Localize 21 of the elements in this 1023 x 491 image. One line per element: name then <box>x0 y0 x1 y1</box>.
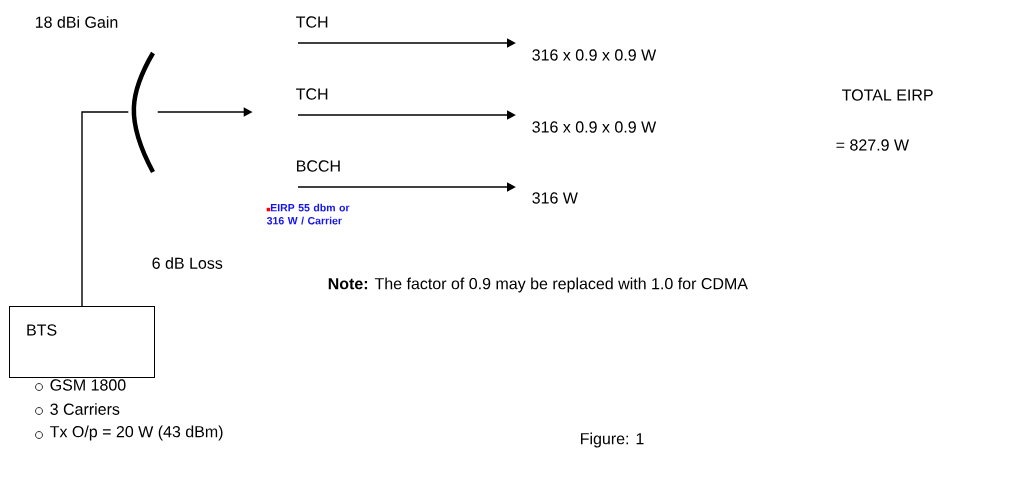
edge-label: BCCH <box>297 160 340 172</box>
value-text: 316 x 0.9 x 0.9 W <box>532 49 657 61</box>
bullet-item: GSM 1800 <box>35 379 126 391</box>
bts-box: BTS <box>9 306 155 378</box>
value-text: 316 W <box>532 192 578 204</box>
value-text: 316 x 0.9 x 0.9 W <box>532 121 657 133</box>
eirp-note: EIRP 55 dbm or 316 W / Carrier <box>266 203 350 225</box>
gain-text: 18 dBi Gain <box>35 16 118 28</box>
note-text: Note: The factor of 0.9 may be replaced with 1.0 for CDMA <box>328 277 748 293</box>
edge-label: TCH <box>296 16 328 28</box>
arrow <box>297 110 516 120</box>
arrow <box>297 182 516 192</box>
antenna-drawing <box>131 51 155 173</box>
arrow <box>297 38 516 48</box>
total-label: TOTAL EIRP <box>842 89 933 101</box>
total-value: = 827.9 W <box>836 139 909 151</box>
bullet-item: Tx O/p = 20 W (43 dBm) <box>35 425 223 441</box>
edge-label: TCH <box>296 88 328 100</box>
bullet-item: 3 Carriers <box>35 403 120 415</box>
caption: Figure: 1 <box>581 432 644 448</box>
edge-label: 6 dB Loss <box>152 257 223 269</box>
